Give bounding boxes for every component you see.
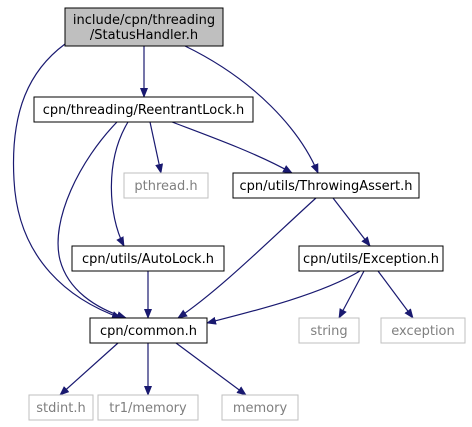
edge-common-to-stdint <box>59 342 119 396</box>
node-label-exception: exception <box>391 324 455 339</box>
edges-layer <box>12 43 414 396</box>
node-label-auto-lock: cpn/utils/AutoLock.h <box>82 252 214 267</box>
node-box-stdint <box>28 394 94 421</box>
node-pthread: pthread.h <box>123 172 209 199</box>
node-label-status-handler-line-1: include/cpn/threading <box>73 13 215 28</box>
edge-throwing-assert-to-common <box>177 197 317 319</box>
edge-reentrant-lock-to-auto-lock <box>110 121 129 247</box>
edge-status-handler-to-common <box>12 43 122 319</box>
node-box-memory <box>221 394 299 421</box>
node-label-tr1-memory: tr1/memory <box>109 401 187 416</box>
node-string: string <box>298 317 360 344</box>
node-label-reentrant-lock: cpn/threading/ReentrantLock.h <box>43 103 245 118</box>
node-box-auto-lock <box>71 245 225 272</box>
node-auto-lock[interactable]: cpn/utils/AutoLock.h <box>71 245 225 272</box>
node-exception: exception <box>380 317 466 344</box>
edge-reentrant-lock-to-pthread <box>149 121 164 174</box>
node-throwing-assert[interactable]: cpn/utils/ThrowingAssert.h <box>232 172 420 199</box>
node-status-handler[interactable]: include/cpn/threading/StatusHandler.h <box>64 7 224 47</box>
edge-exception-h-to-common <box>206 270 361 325</box>
node-label-pthread: pthread.h <box>134 179 197 194</box>
node-box-exception <box>380 317 466 344</box>
node-box-status-handler <box>64 7 224 47</box>
edge-reentrant-lock-to-common <box>57 121 127 320</box>
node-box-exception-h <box>298 245 444 272</box>
node-box-pthread <box>123 172 209 199</box>
node-label-string: string <box>310 324 347 339</box>
edge-throwing-assert-to-exception-h <box>332 197 371 247</box>
node-label-status-handler-line-2: /StatusHandler.h <box>90 28 198 43</box>
node-tr1-memory: tr1/memory <box>97 394 199 421</box>
edge-exception-h-to-exception <box>377 270 414 319</box>
edge-reentrant-lock-to-throwing-assert <box>171 121 293 174</box>
node-box-throwing-assert <box>232 172 420 199</box>
node-label-common: cpn/common.h <box>100 324 197 339</box>
node-label-throwing-assert: cpn/utils/ThrowingAssert.h <box>240 179 413 194</box>
node-box-reentrant-lock <box>33 96 254 123</box>
edge-exception-h-to-string <box>338 270 365 319</box>
node-box-common <box>89 317 208 344</box>
edge-status-handler-to-throwing-assert <box>184 45 319 174</box>
node-label-stdint: stdint.h <box>36 401 85 416</box>
node-reentrant-lock[interactable]: cpn/threading/ReentrantLock.h <box>33 96 254 123</box>
node-label-memory: memory <box>233 401 288 416</box>
node-label-exception-h: cpn/utils/Exception.h <box>303 252 439 267</box>
node-memory: memory <box>221 394 299 421</box>
edge-common-to-memory <box>175 342 247 396</box>
node-box-string <box>298 317 360 344</box>
node-box-tr1-memory <box>97 394 199 421</box>
node-common[interactable]: cpn/common.h <box>89 317 208 344</box>
node-stdint: stdint.h <box>28 394 94 421</box>
nodes-layer: include/cpn/threading/StatusHandler.h cpn… <box>28 7 466 421</box>
node-exception-h[interactable]: cpn/utils/Exception.h <box>298 245 444 272</box>
